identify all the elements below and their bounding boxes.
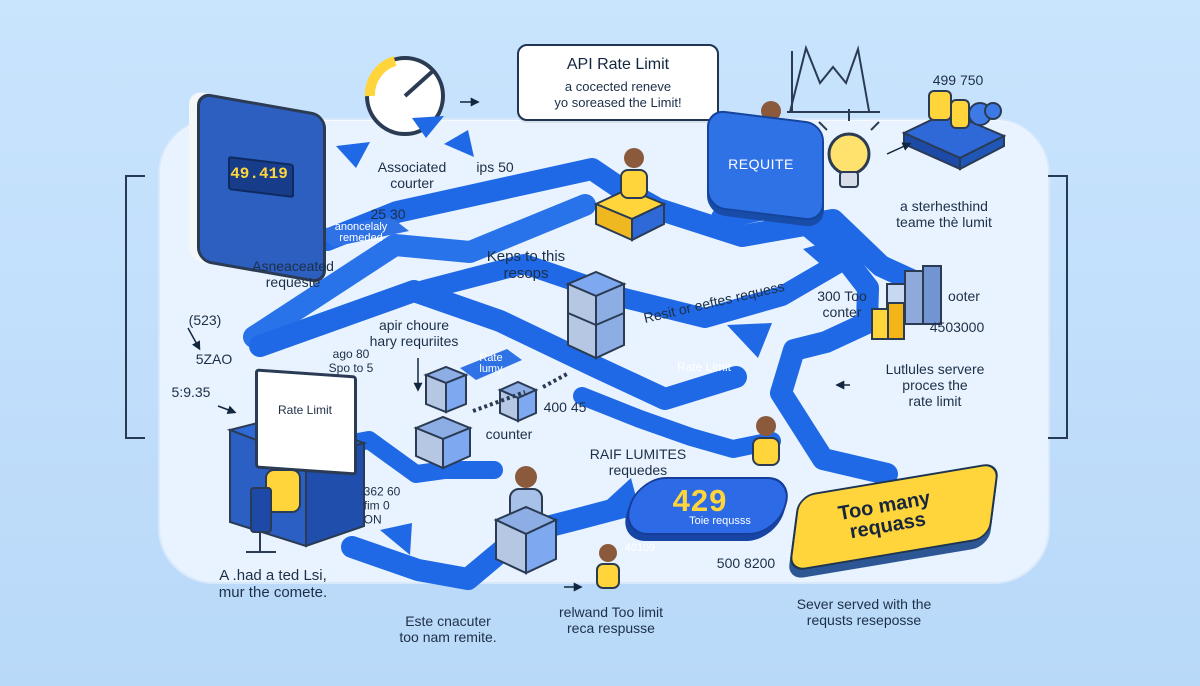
counter-label: counter xyxy=(485,425,533,442)
error-small-code: 40109 xyxy=(624,542,656,554)
small-cube-1 xyxy=(423,365,469,414)
upper-left-belt xyxy=(243,194,596,348)
arrow-top xyxy=(444,130,474,157)
small-arrow-left-2 xyxy=(217,405,237,415)
right-bracket xyxy=(1048,175,1068,439)
user-icon xyxy=(620,148,648,199)
raif-lumites-label: RAIF LUMITES requedes xyxy=(589,445,687,478)
user-icon-5 xyxy=(596,544,620,589)
associated-counter-label: Associated courter xyxy=(377,158,447,191)
rate-screen xyxy=(255,368,357,476)
belt-tag-center xyxy=(460,349,522,380)
arrow-right-top xyxy=(803,238,841,275)
error-label: Toie requsss xyxy=(689,515,751,527)
rate-limit-belt-label: Rate Limit xyxy=(676,360,732,374)
database-icon xyxy=(901,90,1007,171)
side-value-3: 5:9.35 xyxy=(171,383,211,400)
crossing-belt xyxy=(414,247,859,328)
error-code: 429 xyxy=(672,483,728,518)
value-400-45: 400 45 xyxy=(543,398,587,415)
bottom-left-label: A .had a ted Lsi, mur the comete. xyxy=(218,566,328,601)
apir-choure-label: apir choure hary requriites xyxy=(369,316,459,349)
side-value-2: 5ZAO xyxy=(195,350,233,367)
middle-lower-belt xyxy=(573,387,781,458)
right-bar-blocks xyxy=(871,265,942,340)
associated-requests-label: Asneaceated requeste xyxy=(252,257,334,290)
rate-limit-callout: API Rate Limit a cocected reneve yo sore… xyxy=(517,44,719,121)
counter-value: 49.419 xyxy=(230,165,288,183)
yellow-podium xyxy=(593,187,667,242)
arrow-bottom xyxy=(380,523,412,555)
side-value-1: (523) xyxy=(188,311,222,328)
belt-tag-top-left xyxy=(314,217,409,247)
arrow-right-mid xyxy=(727,323,772,358)
arrow-top-left xyxy=(336,142,370,168)
small-arrow-left xyxy=(187,327,201,351)
callout-line-2: yo soreased the Limit! xyxy=(554,95,682,110)
bottom-right-label: Sever served with the requsts reseposse xyxy=(796,595,932,628)
ladder-2 xyxy=(542,372,568,389)
bottom-center-label-2: relwand Too limit reca respusse xyxy=(558,603,664,636)
monitor-side-label: 362 60 fim 0 ON xyxy=(363,484,401,526)
chart-icon xyxy=(787,44,880,113)
chart-values: 499 750 xyxy=(932,71,984,88)
small-arrow-right-2 xyxy=(886,142,912,155)
oter-label: ooter xyxy=(948,287,980,304)
rate-screen-label: Rate Limit xyxy=(277,403,333,417)
counter-top-label: 300 Too conter xyxy=(817,287,867,320)
belt-tag-label-top-left: anoncelaly remeded xyxy=(334,221,388,244)
user-icon-4 xyxy=(493,466,559,575)
lutlules-label: Lutlules servere proces the rate limit xyxy=(885,360,985,410)
middle-belt xyxy=(249,280,747,410)
small-cube-3 xyxy=(497,380,539,423)
keeps-label: Keps to this resops xyxy=(486,247,566,282)
steresh-text: a sterhesthind teame thè lumit xyxy=(896,197,992,230)
belt-tag-label-center: Rate lumy xyxy=(479,352,503,375)
require-label: REQUITE xyxy=(728,156,794,172)
lightbulb-icon xyxy=(818,109,880,188)
monitor-number-label: 25 30 xyxy=(370,205,406,222)
right-belt xyxy=(711,194,898,485)
timer-icon xyxy=(364,56,445,138)
value-500-8200: 500 8200 xyxy=(716,554,776,571)
ips-label: ips 50 xyxy=(476,158,514,175)
callout-title: API Rate Limit xyxy=(566,56,670,73)
left-bracket xyxy=(125,175,145,439)
center-server-stack xyxy=(565,270,627,360)
small-cube-2 xyxy=(413,415,473,470)
small-numbers-a: ago 80 Spo to 5 xyxy=(328,347,374,375)
bottom-center-label-1: Este cnacuter too nam remite. xyxy=(399,612,497,645)
value-4503000: 4503000 xyxy=(929,318,985,335)
user-icon-3 xyxy=(752,416,780,466)
callout-line-1: a cocected reneve xyxy=(564,79,672,94)
